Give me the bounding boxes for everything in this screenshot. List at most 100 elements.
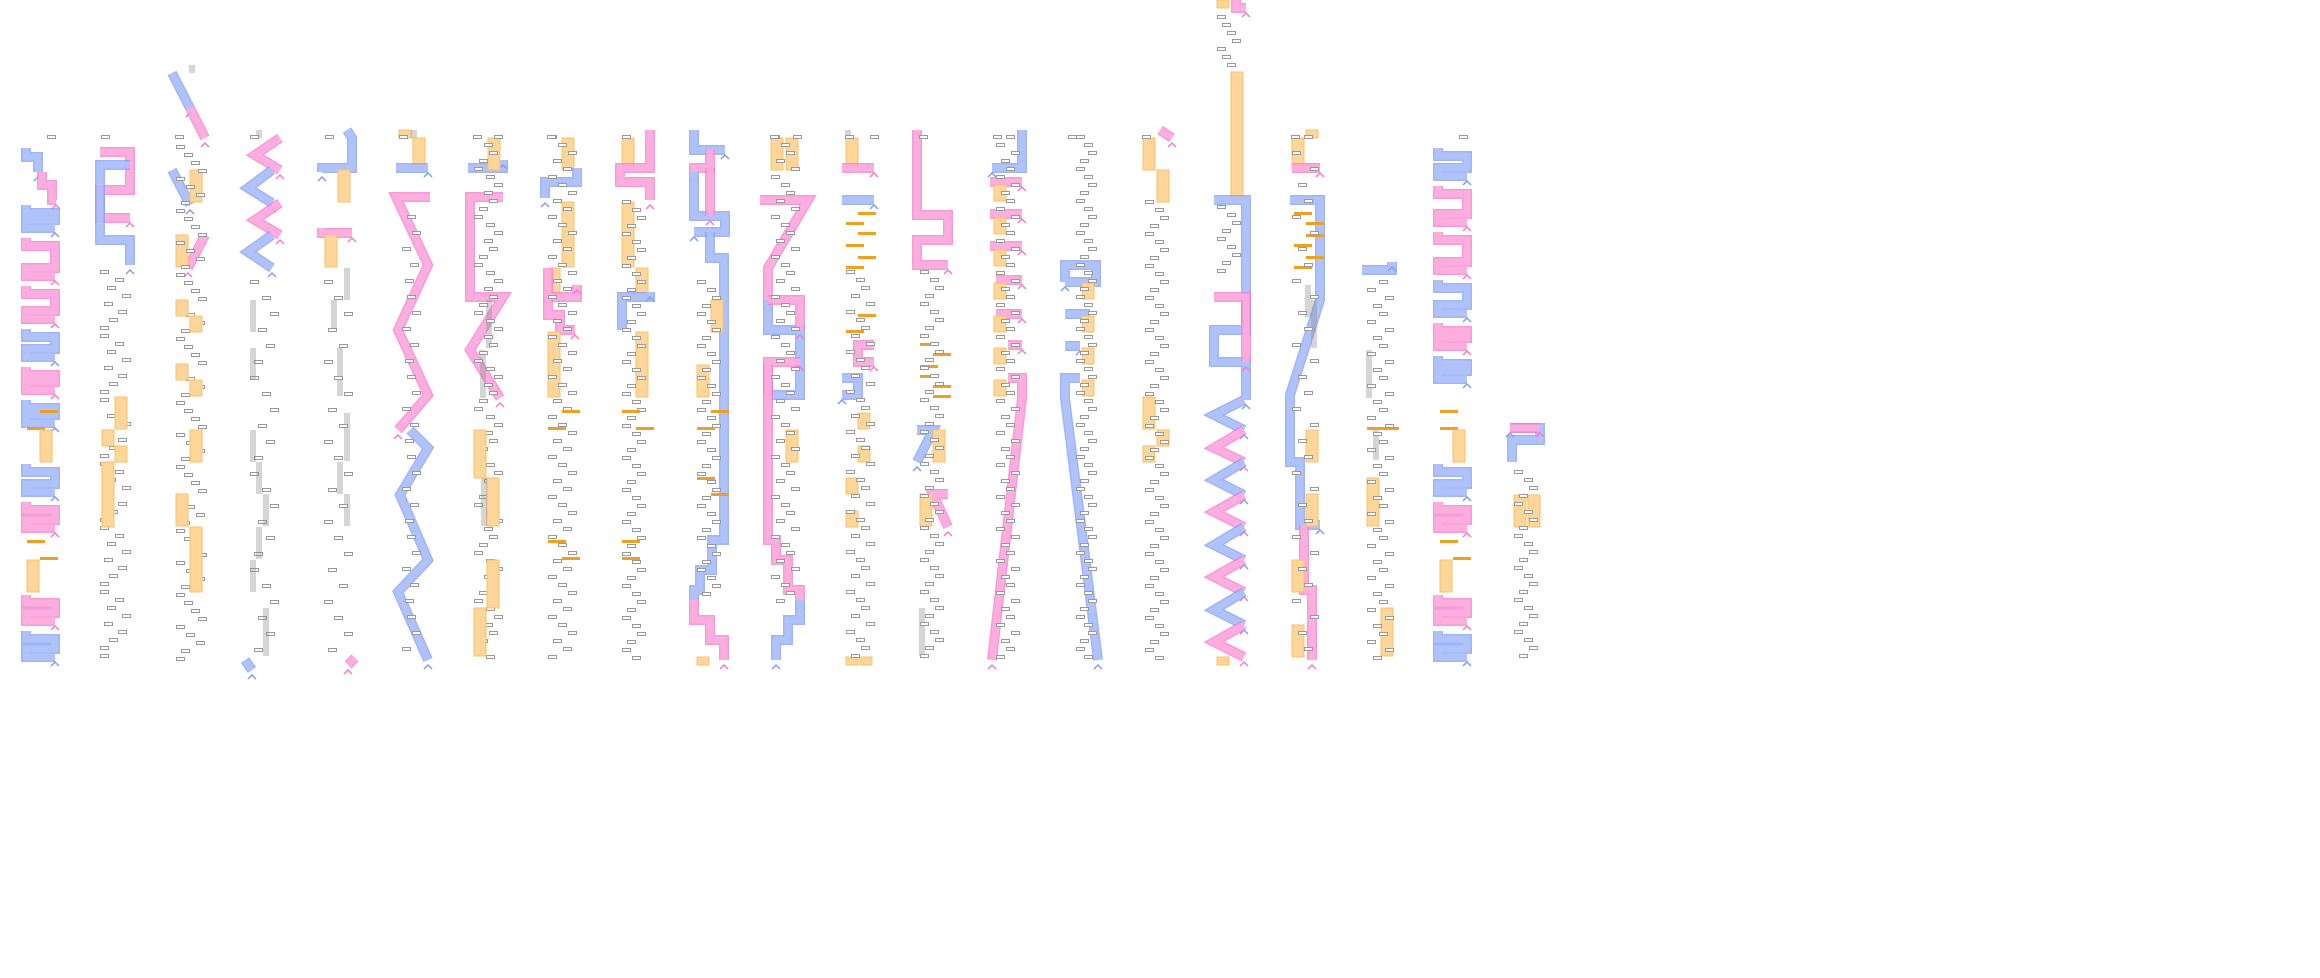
label-marker xyxy=(1155,496,1164,500)
label-marker xyxy=(1150,512,1159,516)
label-marker xyxy=(627,448,636,452)
label-marker xyxy=(494,183,503,187)
label-marker xyxy=(1373,432,1382,436)
label-marker xyxy=(334,296,343,300)
label-marker xyxy=(1298,439,1307,443)
label-marker xyxy=(1155,336,1164,340)
label-marker xyxy=(484,239,493,243)
label-marker xyxy=(176,401,185,405)
label-marker xyxy=(412,551,421,555)
label-marker xyxy=(697,568,706,572)
label-marker xyxy=(196,641,205,645)
label-marker xyxy=(861,486,870,490)
bar-block xyxy=(1305,493,1319,527)
label-marker xyxy=(1304,199,1313,203)
label-marker xyxy=(920,366,929,370)
label-marker xyxy=(781,183,790,187)
connector-path xyxy=(1434,502,1471,532)
label-marker xyxy=(412,311,421,315)
label-marker xyxy=(191,481,200,485)
label-marker xyxy=(489,295,498,299)
label-marker xyxy=(1150,288,1159,292)
label-marker xyxy=(702,336,711,340)
dash-marker xyxy=(622,410,640,413)
label-marker xyxy=(104,302,113,306)
chevron-up-icon xyxy=(689,235,699,242)
label-marker xyxy=(262,584,271,588)
label-marker xyxy=(851,294,860,298)
label-marker xyxy=(548,295,557,299)
label-marker xyxy=(553,399,562,403)
label-marker xyxy=(266,536,275,540)
label-marker xyxy=(558,623,567,627)
label-marker xyxy=(484,191,493,195)
label-marker xyxy=(258,616,267,620)
label-marker xyxy=(632,560,641,564)
label-marker xyxy=(563,647,572,651)
label-marker xyxy=(996,655,1005,659)
chevron-up-icon xyxy=(275,238,285,245)
label-marker xyxy=(920,334,929,338)
label-marker xyxy=(697,504,706,508)
bar-block xyxy=(710,299,724,333)
label-marker xyxy=(925,454,934,458)
label-marker xyxy=(479,543,488,547)
dash-marker xyxy=(858,314,876,317)
label-marker xyxy=(258,520,267,524)
chevron-up-icon xyxy=(1017,249,1027,256)
connector-path xyxy=(22,367,59,394)
label-marker xyxy=(324,520,333,524)
label-marker xyxy=(632,528,641,532)
label-marker xyxy=(1084,591,1093,595)
label-marker xyxy=(786,191,795,195)
label-marker xyxy=(412,631,421,635)
label-marker xyxy=(563,287,572,291)
label-marker xyxy=(771,215,780,219)
label-marker xyxy=(791,167,800,171)
label-marker xyxy=(1160,280,1169,284)
label-marker xyxy=(930,470,939,474)
label-marker xyxy=(935,446,944,450)
label-marker xyxy=(1001,415,1010,419)
label-marker xyxy=(1084,399,1093,403)
dash-marker xyxy=(711,493,729,496)
dash-marker xyxy=(920,343,938,346)
label-marker xyxy=(1155,592,1164,596)
label-marker xyxy=(270,408,279,412)
label-marker xyxy=(791,447,800,451)
label-marker xyxy=(1076,647,1085,651)
label-marker xyxy=(791,247,800,251)
label-marker xyxy=(1292,343,1301,347)
label-marker xyxy=(563,487,572,491)
connector-path xyxy=(1206,491,1246,531)
bar-block xyxy=(1439,559,1453,593)
label-marker xyxy=(925,358,934,362)
label-marker xyxy=(191,225,200,229)
label-marker xyxy=(250,568,259,572)
label-marker xyxy=(1076,167,1085,171)
label-marker xyxy=(771,335,780,339)
label-marker xyxy=(996,527,1005,531)
label-marker xyxy=(1011,567,1020,571)
label-marker xyxy=(1088,183,1097,187)
dash-marker xyxy=(846,222,864,225)
chevron-up-icon xyxy=(1239,660,1249,667)
label-marker xyxy=(1001,639,1010,643)
label-marker xyxy=(1084,431,1093,435)
label-marker xyxy=(791,207,800,211)
label-marker xyxy=(930,534,939,538)
label-marker xyxy=(198,169,207,173)
label-marker xyxy=(1011,375,1020,379)
dash-marker xyxy=(933,385,951,388)
label-marker xyxy=(776,279,785,283)
connector-path xyxy=(1206,523,1246,564)
chevron-up-icon xyxy=(50,531,60,538)
label-marker xyxy=(1084,559,1093,563)
label-marker xyxy=(776,159,785,163)
label-marker xyxy=(1524,606,1533,610)
label-marker xyxy=(100,326,109,330)
label-marker xyxy=(1373,400,1382,404)
label-marker xyxy=(402,647,411,651)
connector-path xyxy=(1300,525,1316,660)
connector-path xyxy=(1214,293,1250,362)
